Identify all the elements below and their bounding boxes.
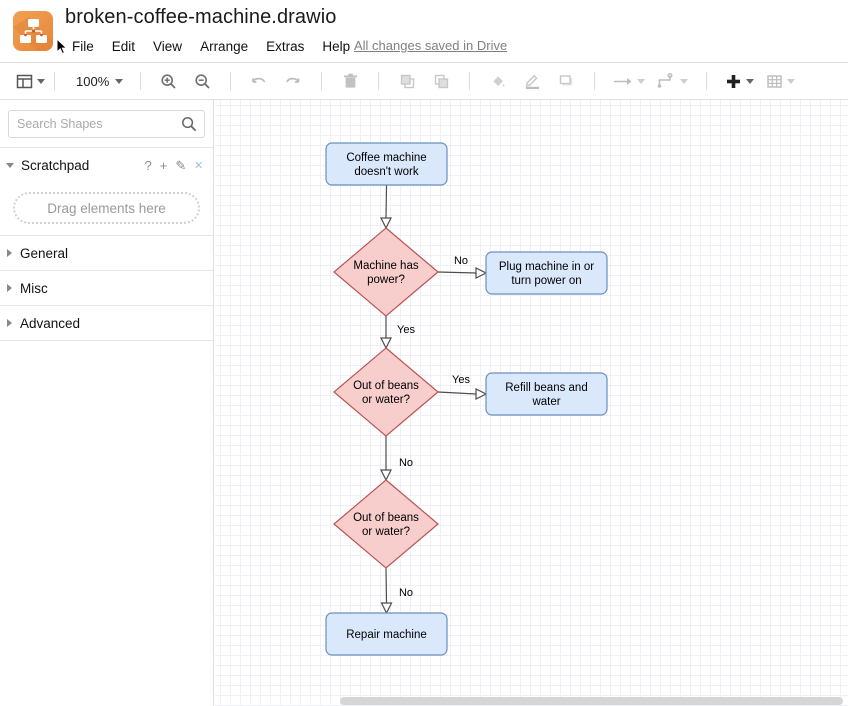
chevron-down-icon[interactable] bbox=[6, 162, 14, 168]
chevron-right-icon[interactable] bbox=[7, 284, 12, 292]
zoom-out-icon[interactable] bbox=[189, 67, 215, 95]
toolbar-divider bbox=[378, 72, 380, 90]
scratchpad-close-icon[interactable]: × bbox=[194, 157, 203, 174]
toolbar-divider bbox=[230, 72, 232, 90]
connection-arrow-icon[interactable] bbox=[610, 67, 648, 95]
svg-text:Out of beans: Out of beans bbox=[353, 512, 419, 524]
insert-plus-caret-icon[interactable] bbox=[746, 78, 755, 84]
svg-text:No: No bbox=[399, 587, 413, 599]
sidebar-section-scratchpad[interactable]: Scratchpad ? + ✎ × bbox=[0, 147, 213, 182]
scratchpad-edit-icon[interactable]: ✎ bbox=[175, 158, 187, 173]
menu-help[interactable]: Help bbox=[322, 38, 351, 54]
waypoints-caret-icon[interactable] bbox=[680, 78, 689, 84]
toolbar-divider bbox=[321, 72, 323, 90]
scratchpad-dropzone[interactable]: Drag elements here bbox=[13, 192, 200, 224]
scratchpad-actions: ? + ✎ × bbox=[145, 148, 204, 183]
mouse-cursor-icon bbox=[56, 38, 68, 55]
zoom-level-caret-icon[interactable] bbox=[115, 78, 124, 84]
to-back-icon[interactable] bbox=[428, 67, 454, 95]
sidebar-section-label: Misc bbox=[20, 280, 48, 296]
svg-text:Coffee machine: Coffee machine bbox=[346, 152, 426, 164]
document-title: broken-coffee-machine.drawio bbox=[65, 6, 337, 28]
shapes-sidebar: Scratchpad ? + ✎ × Drag elements here Ge… bbox=[0, 100, 214, 706]
toolbar-divider bbox=[594, 72, 596, 90]
toolbar-divider bbox=[706, 72, 708, 90]
sidebar-section-advanced[interactable]: Advanced bbox=[0, 305, 213, 340]
svg-text:water: water bbox=[531, 396, 560, 408]
view-layout-icon[interactable] bbox=[13, 67, 48, 95]
zoom-in-icon[interactable] bbox=[155, 67, 181, 95]
svg-text:No: No bbox=[399, 457, 413, 469]
delete-icon[interactable] bbox=[337, 67, 363, 95]
redo-icon[interactable] bbox=[280, 67, 306, 95]
fill-color-icon[interactable] bbox=[485, 67, 511, 95]
chevron-right-icon[interactable] bbox=[7, 249, 12, 257]
shadow-icon[interactable] bbox=[553, 67, 579, 95]
undo-icon[interactable] bbox=[246, 67, 272, 95]
view-layout-caret-icon[interactable] bbox=[37, 78, 45, 84]
svg-text:Plug machine in or: Plug machine in or bbox=[499, 261, 594, 273]
insert-plus-icon[interactable] bbox=[722, 67, 757, 95]
search-shapes-box[interactable] bbox=[8, 110, 205, 138]
toolbar-divider bbox=[54, 72, 55, 90]
scratchpad-dropzone-label: Drag elements here bbox=[47, 200, 166, 216]
horizontal-scrollbar[interactable] bbox=[340, 697, 843, 705]
menu-edit[interactable]: Edit bbox=[111, 38, 136, 54]
menu-extras[interactable]: Extras bbox=[266, 38, 305, 54]
menu-view[interactable]: View bbox=[153, 38, 183, 54]
table-caret-icon[interactable] bbox=[787, 78, 796, 84]
sidebar-section-misc[interactable]: Misc bbox=[0, 270, 213, 305]
svg-text:power?: power? bbox=[367, 274, 405, 286]
chevron-right-icon[interactable] bbox=[7, 319, 12, 327]
svg-text:or water?: or water? bbox=[362, 394, 410, 406]
table-icon[interactable] bbox=[763, 67, 798, 95]
toolbar-divider bbox=[469, 72, 471, 90]
main-toolbar: 100% bbox=[0, 63, 848, 100]
svg-text:Out of beans: Out of beans bbox=[353, 380, 419, 392]
scratchpad-add-icon[interactable]: + bbox=[159, 158, 168, 173]
zoom-level-label: 100% bbox=[76, 73, 110, 89]
search-shapes-container bbox=[0, 100, 213, 147]
svg-text:Refill beans and: Refill beans and bbox=[505, 382, 587, 394]
menu-file[interactable]: File bbox=[72, 38, 94, 54]
svg-text:turn power on: turn power on bbox=[511, 275, 581, 287]
svg-text:Repair machine: Repair machine bbox=[346, 629, 427, 641]
sidebar-section-general[interactable]: General bbox=[0, 235, 213, 270]
waypoints-icon[interactable] bbox=[654, 67, 691, 95]
toolbar-divider bbox=[140, 72, 142, 90]
line-color-icon[interactable] bbox=[519, 67, 545, 95]
title-bar: broken-coffee-machine.drawio File Edit V… bbox=[0, 0, 848, 63]
sidebar-section-label: Scratchpad bbox=[21, 157, 90, 173]
sidebar-section-label: General bbox=[20, 245, 69, 261]
to-front-icon[interactable] bbox=[394, 67, 420, 95]
search-shapes-input[interactable] bbox=[17, 111, 177, 137]
drawio-logo-icon bbox=[13, 11, 53, 51]
svg-text:Yes: Yes bbox=[397, 324, 415, 336]
svg-text:Yes: Yes bbox=[452, 374, 470, 386]
svg-text:No: No bbox=[454, 255, 468, 267]
search-icon[interactable] bbox=[181, 116, 197, 132]
scratchpad-help-icon[interactable]: ? bbox=[144, 158, 152, 173]
menu-arrange[interactable]: Arrange bbox=[200, 38, 249, 54]
sidebar-section-label: Advanced bbox=[20, 315, 81, 331]
svg-text:or water?: or water? bbox=[362, 526, 410, 538]
connection-arrow-caret-icon[interactable] bbox=[637, 78, 646, 84]
save-status-link[interactable]: All changes saved in Drive bbox=[354, 38, 508, 53]
svg-text:doesn't work: doesn't work bbox=[354, 166, 418, 178]
menu-bar: File Edit View Arrange Extras Help bbox=[63, 35, 359, 57]
svg-text:Machine has: Machine has bbox=[353, 260, 418, 272]
zoom-level-button[interactable]: 100% bbox=[71, 67, 126, 95]
